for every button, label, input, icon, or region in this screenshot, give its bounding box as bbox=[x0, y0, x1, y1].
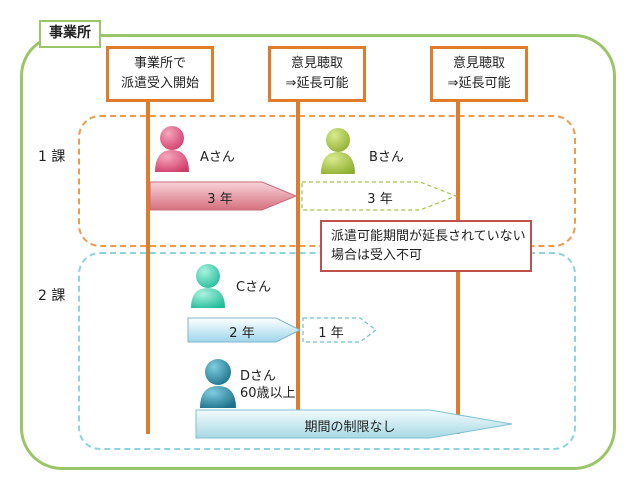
header-extension-1-line1: 意見聴取 bbox=[290, 56, 343, 71]
period-arrow-d bbox=[195, 409, 513, 439]
restriction-note: 派遣可能期間が延長されていない 場合は受入不可 bbox=[320, 220, 532, 272]
person-b-name: Bさん bbox=[369, 150, 404, 165]
restriction-note-line1: 派遣可能期間が延長されていない bbox=[331, 229, 526, 244]
header-start: 事業所で 派遣受入開始 bbox=[106, 46, 214, 102]
period-c-label: 2 年 bbox=[229, 326, 255, 341]
section-1-label: 1 課 bbox=[38, 149, 66, 165]
restriction-note-line2: 場合は受入不可 bbox=[331, 248, 423, 263]
period-arrow-b-dashed bbox=[301, 181, 458, 211]
period-arrow-c-dashed bbox=[302, 317, 377, 343]
person-c-name: Cさん bbox=[236, 280, 272, 295]
header-extension-2-line1: 意見聴取 bbox=[452, 56, 505, 71]
office-label: 事業所 bbox=[39, 20, 101, 48]
period-arrow-a bbox=[149, 181, 298, 211]
section-2-label: 2 課 bbox=[38, 288, 66, 304]
person-b-icon bbox=[321, 128, 355, 174]
header-extension-2: 意見聴取 ⇒延長可能 bbox=[430, 46, 528, 102]
header-extension-2-line2: ⇒延長可能 bbox=[447, 76, 511, 91]
header-start-line2: 派遣受入開始 bbox=[120, 76, 199, 91]
person-d-note: 60歳以上 bbox=[240, 386, 296, 401]
person-a-name: Aさん bbox=[200, 150, 235, 165]
header-extension-1: 意見聴取 ⇒延長可能 bbox=[268, 46, 366, 102]
period-c-extension-label: 1 年 bbox=[318, 326, 344, 341]
period-b-label: 3 年 bbox=[367, 192, 393, 207]
period-arrow-c bbox=[187, 317, 302, 343]
timeline-line-extension-1 bbox=[296, 100, 300, 434]
person-d-name: Dさん bbox=[240, 369, 277, 384]
period-a-label: 3 年 bbox=[207, 192, 233, 207]
period-d-label: 期間の制限なし bbox=[304, 420, 396, 435]
office-boundary bbox=[20, 34, 616, 470]
person-a-icon bbox=[155, 126, 189, 172]
header-start-line1: 事業所で bbox=[133, 56, 186, 71]
header-extension-1-line2: ⇒延長可能 bbox=[285, 76, 349, 91]
person-c-icon bbox=[191, 264, 225, 308]
person-d-icon bbox=[200, 359, 236, 408]
timeline-line-start bbox=[146, 100, 150, 434]
